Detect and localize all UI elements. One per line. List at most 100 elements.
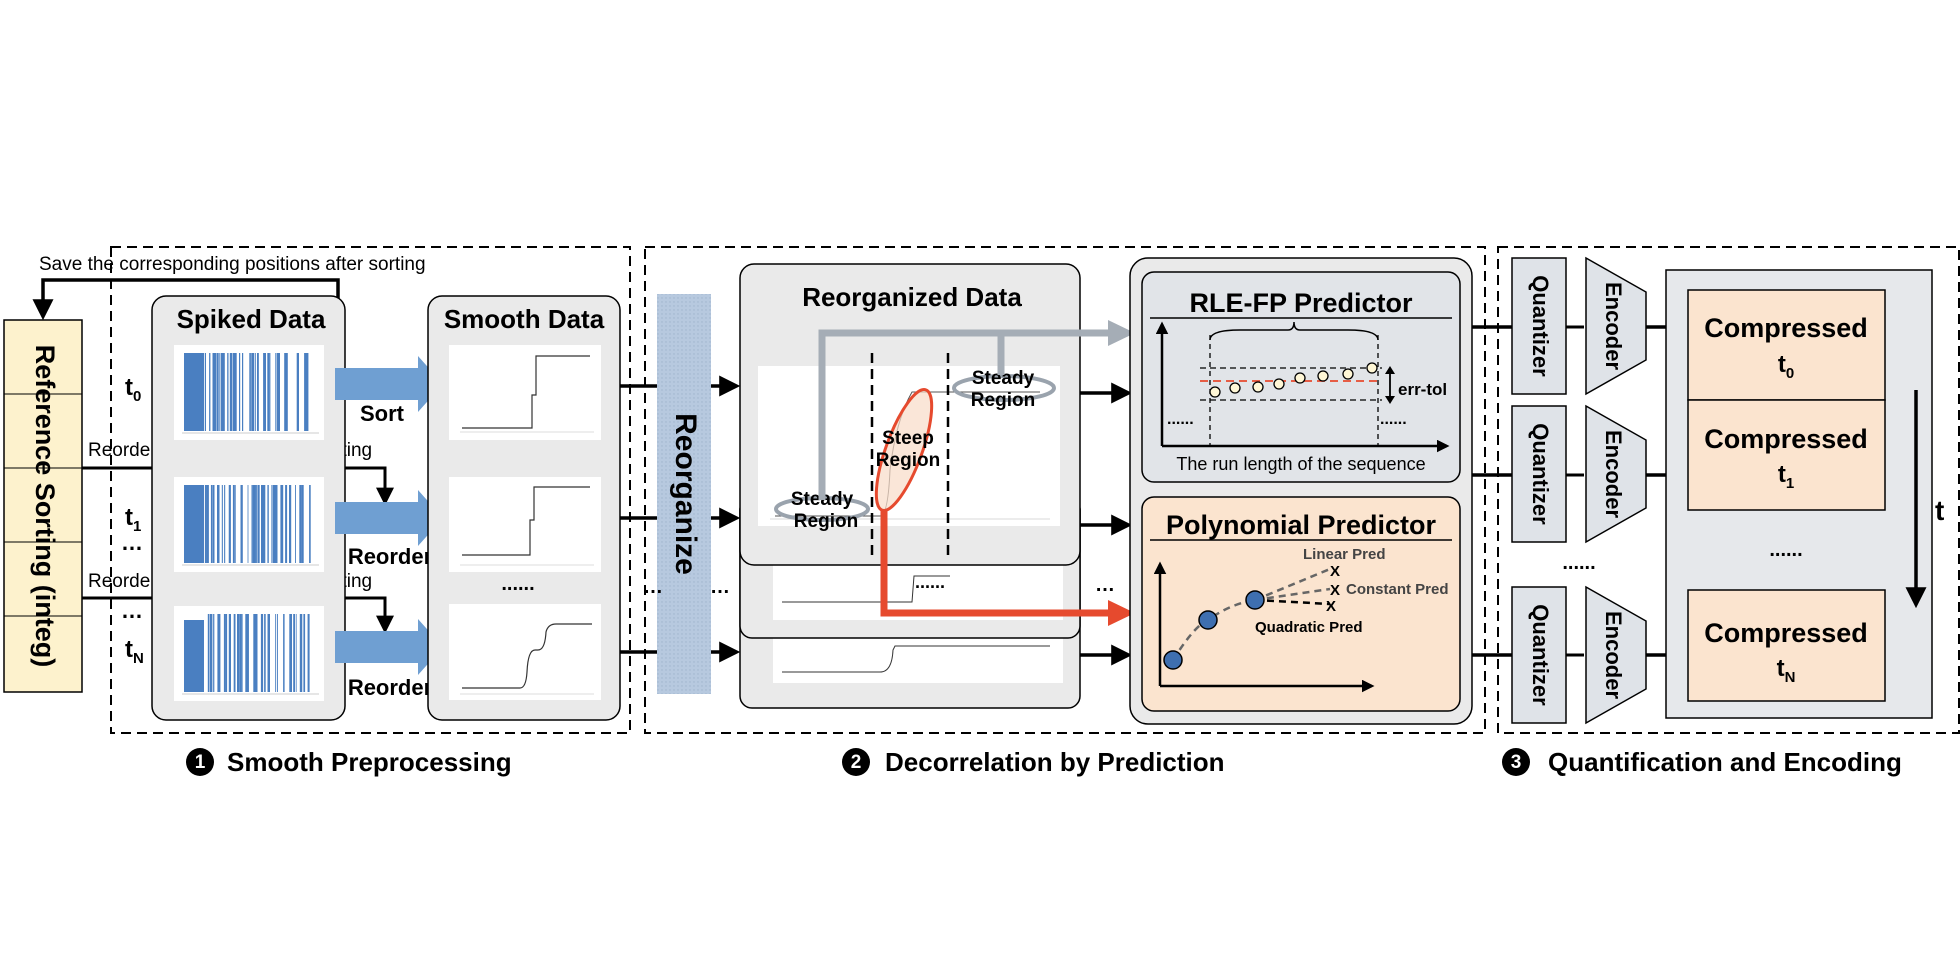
encoder-n [1585, 585, 1647, 725]
spike-line [300, 485, 302, 563]
spike-line [299, 614, 303, 692]
reference-sorting-bar: Reference Sorting (integ) [3, 319, 83, 693]
rle-points [1209, 362, 1378, 398]
spike-line [245, 614, 248, 692]
spiked-data-title: Spiked Data [177, 304, 326, 334]
spike-line [232, 485, 235, 563]
spike-line [224, 485, 226, 563]
caption1-number: 1 [195, 752, 206, 773]
smooth-data-panel: Smooth Data ...... [427, 295, 621, 721]
spike-line [296, 353, 299, 431]
quantizer-0 [1511, 257, 1567, 395]
caption3-number: 3 [1511, 752, 1522, 773]
reorganize-block[interactable]: Reorganize [657, 294, 711, 694]
save-positions-label: Save the corresponding positions after s… [39, 254, 426, 275]
spike-line [275, 614, 277, 692]
polynomial-predictor-panel [1141, 496, 1461, 712]
spike-line [278, 353, 280, 431]
compressed-tn-label: Compressed [1704, 618, 1868, 648]
spike-line [263, 353, 265, 431]
spike-line [204, 485, 207, 563]
stage2-box [644, 246, 1486, 734]
t1-label: t1 [125, 504, 141, 535]
spike-line [247, 614, 249, 692]
spike-line [240, 614, 242, 692]
spike-line [257, 353, 259, 431]
spike-line [207, 485, 209, 563]
t0-label: t0 [125, 374, 141, 405]
quantizer-n-label: Quantizer [1528, 604, 1553, 706]
spike-line [227, 353, 229, 431]
spike-block [184, 485, 204, 563]
constant-pred-label: Constant Pred [1346, 581, 1449, 598]
spike-line [293, 614, 296, 692]
spike-line [222, 485, 223, 563]
spike-line [210, 614, 213, 692]
spike-line [255, 485, 257, 563]
time-labels-left: t0 t1 … … tN [121, 374, 144, 667]
quantizer-0-label: Quantizer [1528, 275, 1553, 377]
reorder-arrow-2 [335, 619, 443, 675]
spike-line [262, 485, 266, 563]
spike-line [271, 485, 273, 563]
spike-line [223, 614, 226, 692]
reorg-ellipsis: ...... [915, 572, 945, 592]
spike-line [261, 485, 263, 563]
quadratic-pred-x: X [1326, 598, 1336, 615]
spike-line [275, 353, 276, 431]
reorganize-output-arrows: … … [643, 375, 741, 663]
spike-line [295, 485, 296, 563]
time-axis: t [1905, 390, 1944, 609]
quantizer-1-label: Quantizer [1528, 423, 1553, 525]
compressed-container: Compressed t0 Compressed t1 ...... Compr… [1665, 269, 1933, 719]
reorder-label-b: Reorder [348, 675, 433, 700]
spike-block [184, 353, 204, 431]
quantizer-1 [1511, 405, 1567, 543]
smooth-plot-t0 [449, 345, 601, 440]
run-length-caption: The run length of the sequence [1176, 454, 1425, 474]
spike-line [254, 353, 256, 431]
spike-line [253, 485, 256, 563]
reference-sorting-label: Reference Sorting (integ) [30, 345, 60, 668]
spike-line [228, 485, 230, 563]
spike-line [233, 614, 236, 692]
spike-line [307, 614, 310, 692]
ellipsis-between-2: … [710, 576, 730, 598]
sort-reorder-arrows: Sort Reorder Reorder [335, 356, 443, 700]
stage2-to-stage3-lines [1472, 325, 1512, 657]
spike-line [280, 485, 283, 563]
spike-line [301, 485, 304, 563]
spike-line [267, 353, 269, 431]
spike-line [241, 614, 243, 692]
spike-line [275, 485, 277, 563]
spike-line [251, 353, 254, 431]
spike-line [264, 353, 266, 431]
compressed-t1 [1687, 399, 1886, 511]
spike-line [229, 353, 232, 431]
spike-line [289, 485, 292, 563]
encoder-0 [1585, 256, 1647, 396]
encoder-0-label: Encoder [1601, 282, 1626, 370]
spike-line [218, 614, 221, 692]
spike-line [209, 353, 211, 431]
caption-stage3: 3 Quantification and Encoding [1502, 747, 1902, 777]
spike-line [254, 614, 257, 692]
caption1-text: Smooth Preprocessing [227, 747, 512, 777]
compressed-t1-label: Compressed [1704, 424, 1868, 454]
stage3-box [1497, 246, 1960, 734]
smooth-data-title: Smooth Data [444, 304, 605, 334]
spike-line [276, 353, 278, 431]
spiked-data-panel: Spiked Data [151, 295, 346, 721]
spike-line [207, 614, 210, 692]
spike-line [217, 614, 219, 692]
caption-stage2: 2 Decorrelation by Prediction [842, 747, 1225, 777]
spike-line [256, 614, 258, 692]
spike-line [242, 353, 244, 431]
spike-line [218, 353, 220, 431]
caption-stage1: 1 Smooth Preprocessing [186, 747, 512, 777]
compressed-t0 [1687, 289, 1886, 401]
rle-dots-right: ...... [1380, 411, 1407, 428]
